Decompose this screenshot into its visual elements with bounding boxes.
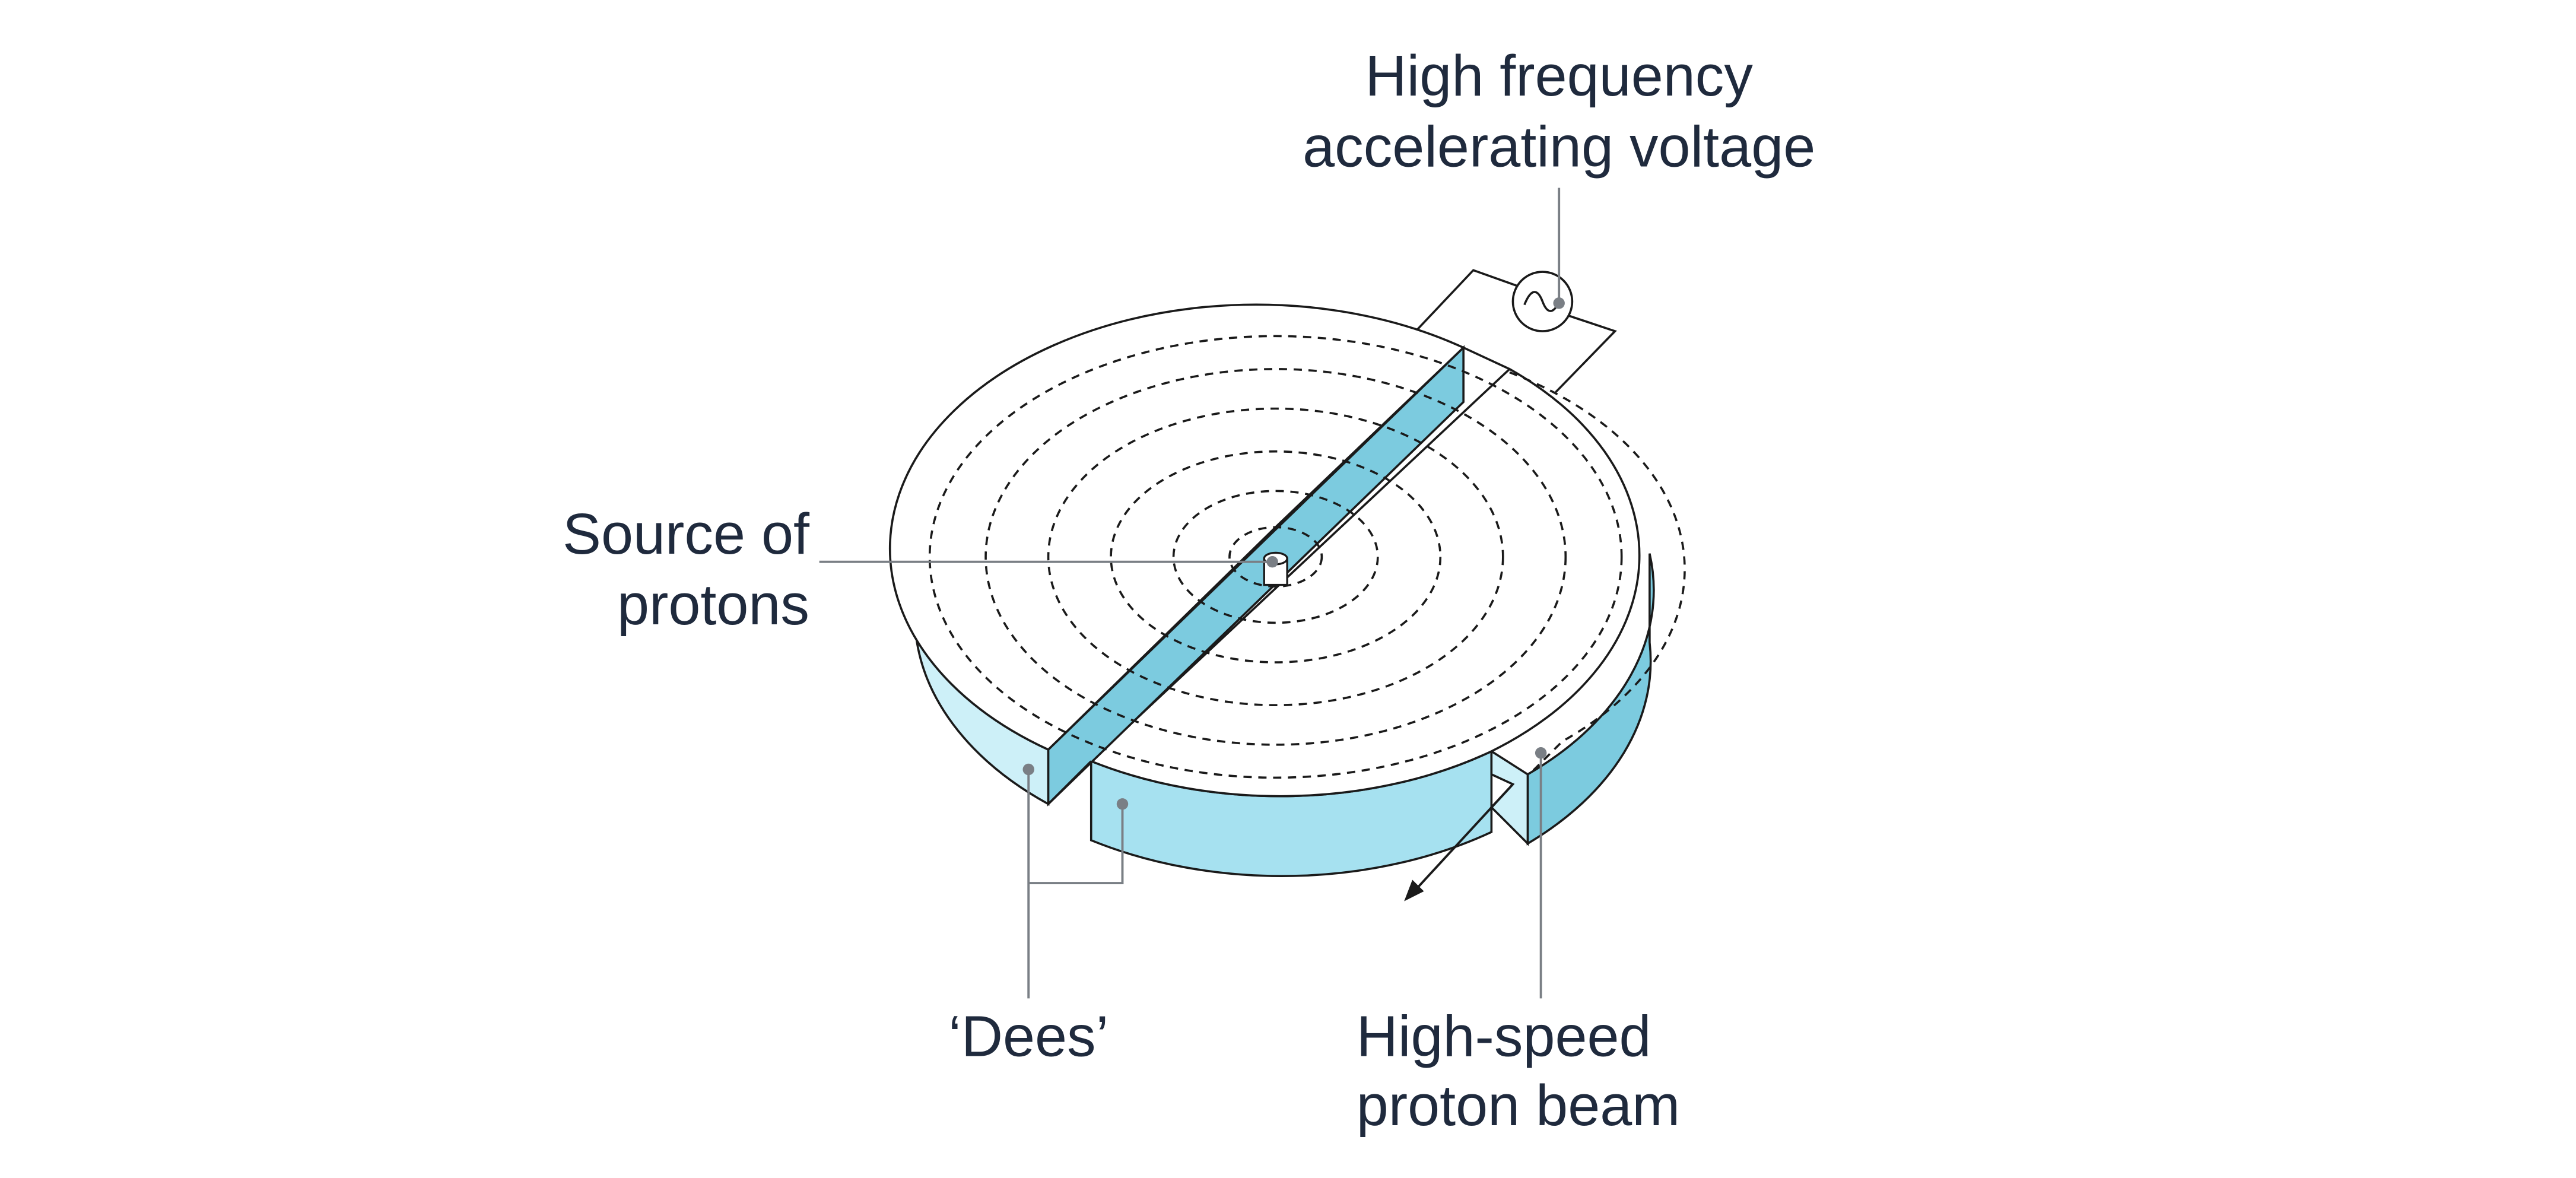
ac-source-icon [1511,271,1574,332]
label-source-line1: Source of [563,501,810,566]
dee-gap-wall [1047,345,1465,807]
proton-orbits [928,335,1686,779]
beam-exit-notch [1489,749,1529,846]
label-beam-line2: proton beam [1357,1073,1681,1138]
voltage-circuit [1416,269,1617,393]
label-source-line2: protons [617,572,809,637]
label-beam-line1: High-speed [1357,1004,1651,1069]
label-voltage-line1: High frequency [1365,43,1753,108]
label-voltage-line2: accelerating voltage [1303,114,1815,179]
leader-lines [819,188,1561,999]
right-dee-top [1089,367,1641,798]
beam-arrow [1404,783,1514,901]
left-dee-top [888,303,1466,751]
leader-dots [1022,297,1565,810]
label-dees: ‘Dees’ [948,1004,1108,1069]
